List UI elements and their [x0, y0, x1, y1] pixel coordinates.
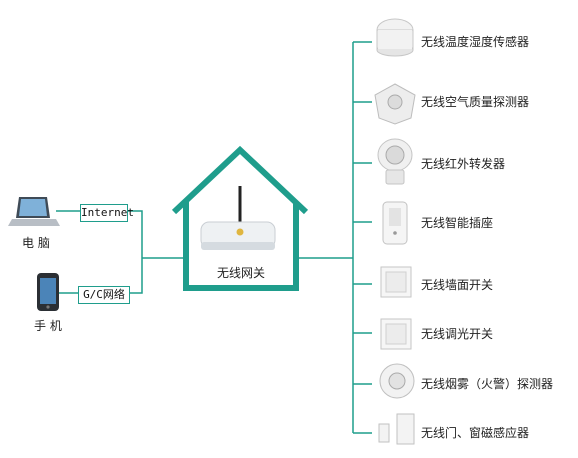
ir-transmitter-icon	[377, 138, 413, 185]
device-label-temp-humidity: 无线温度湿度传感器	[421, 35, 530, 49]
pc-label: 电 脑	[22, 236, 50, 250]
device-label-dimmer: 无线调光开关	[421, 327, 494, 341]
temp-humidity-sensor-icon	[376, 18, 414, 57]
gateway-label: 无线网关	[217, 266, 266, 280]
laptop-icon	[8, 197, 60, 226]
device-label-air-quality: 无线空气质量探测器	[421, 95, 530, 109]
smart-socket-icon	[382, 201, 408, 245]
device-label-ir: 无线红外转发器	[421, 157, 506, 171]
phone-icon	[37, 273, 59, 311]
house-outline	[171, 145, 309, 291]
device-label-door-window: 无线门、窗磁感应器	[421, 426, 530, 440]
internet-link-label: Internet	[80, 204, 134, 222]
smoke-detector-icon	[379, 363, 415, 399]
left-links	[56, 210, 186, 294]
door-window-sensor-icon	[378, 413, 415, 445]
device-label-wall-switch: 无线墙面开关	[421, 278, 494, 292]
device-label-smart-socket: 无线智能插座	[421, 216, 494, 230]
dimmer-switch-icon	[380, 318, 412, 350]
air-quality-detector-icon	[374, 83, 416, 125]
phone-label: 手 机	[34, 319, 62, 333]
wall-switch-icon	[380, 266, 412, 298]
gc-network-link-label: G/C网络	[78, 286, 130, 304]
right-links	[296, 41, 372, 434]
router-icon	[200, 186, 276, 250]
device-label-smoke: 无线烟雾（火警）探测器	[421, 377, 554, 391]
